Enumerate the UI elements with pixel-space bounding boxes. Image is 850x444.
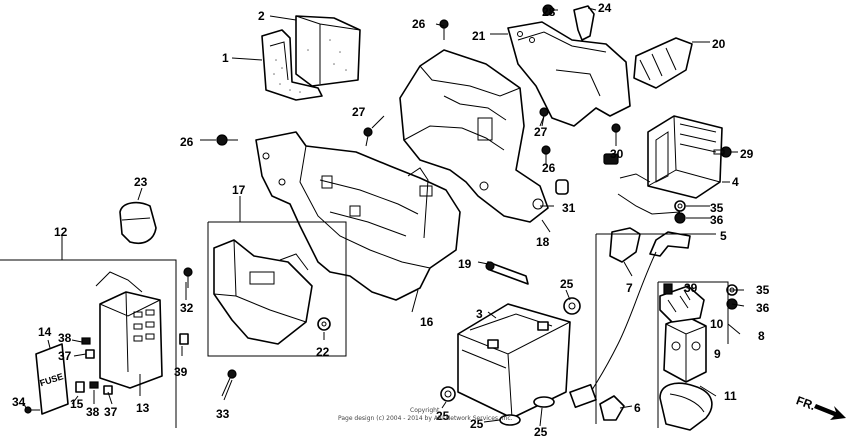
- callout-14: 14: [38, 325, 52, 339]
- part-35-nut-upper: [674, 200, 686, 212]
- part-22-grommet: [317, 317, 331, 331]
- part-21-bracket: [507, 21, 631, 127]
- part-27-screw-left: [363, 127, 373, 147]
- part-24-wire-clip: [573, 5, 595, 41]
- part-13-fuse-box: [95, 271, 163, 389]
- callout-25-left: 25: [436, 409, 450, 423]
- callout-25-bottom: 25: [470, 417, 484, 431]
- part-39-clip-left: [179, 333, 189, 345]
- callout-29: 29: [740, 147, 754, 161]
- fr-arrow-icon: [814, 404, 846, 420]
- callout-37-upper: 37: [58, 349, 72, 363]
- callout-20: 20: [712, 37, 726, 51]
- callout-38-upper: 38: [58, 331, 72, 345]
- leader-lines: [0, 7, 745, 428]
- callout-31: 31: [562, 201, 576, 215]
- callout-26-left: 26: [180, 135, 194, 149]
- callout-36-upper: 36: [710, 213, 724, 227]
- callout-26-right: 26: [542, 161, 556, 175]
- callout-39-right: 39: [684, 281, 698, 295]
- callout-8: 8: [758, 329, 765, 343]
- callout-5: 5: [720, 229, 727, 243]
- part-4-regulator-rectifier: [603, 115, 723, 215]
- callout-16: 16: [420, 315, 434, 329]
- callout-23: 23: [134, 175, 148, 189]
- callout-22: 22: [316, 345, 330, 359]
- callout-33: 33: [216, 407, 230, 421]
- callout-26-top: 26: [412, 17, 426, 31]
- part-33-bolt: [221, 369, 237, 397]
- fr-label: FR.: [794, 393, 817, 413]
- callout-10: 10: [710, 317, 724, 331]
- part-20-connector-holder: [633, 37, 693, 89]
- callout-17: 17: [232, 183, 246, 197]
- callout-3: 3: [476, 307, 483, 321]
- callout-34: 34: [12, 395, 26, 409]
- part-9-starter-relay: [663, 315, 707, 383]
- callout-35-lower: 35: [756, 283, 770, 297]
- part-1-rubber-mount: [261, 29, 323, 101]
- callout-37-lower: 37: [104, 405, 118, 419]
- callout-18: 18: [536, 235, 550, 249]
- front-direction-indicator: FR.: [794, 393, 846, 420]
- callout-4: 4: [732, 175, 739, 189]
- part-19-bolt: [485, 261, 529, 285]
- callout-1: 1: [222, 51, 229, 65]
- part-31-collar: [555, 179, 569, 195]
- callout-38-lower: 38: [86, 405, 100, 419]
- callout-13: 13: [136, 401, 150, 415]
- callout-19: 19: [458, 257, 472, 271]
- part-10-relay-connector: [659, 285, 705, 323]
- part-6-terminal-cover: [599, 395, 625, 421]
- part-2-control-module: [295, 15, 361, 87]
- part-17-bracket-assembly: [213, 239, 313, 345]
- callout-27-right: 27: [534, 125, 548, 139]
- callout-39-left: 39: [174, 365, 188, 379]
- part-23-cover: [119, 201, 157, 244]
- callout-25-bottom-right: 25: [534, 425, 548, 439]
- part-16-battery-case: [255, 131, 461, 301]
- callout-21: 21: [472, 29, 486, 43]
- callout-28: 28: [542, 5, 556, 19]
- callout-30: 30: [610, 147, 624, 161]
- callout-36-lower: 36: [756, 301, 770, 315]
- part-5-positive-cable: [587, 231, 691, 397]
- callout-9: 9: [714, 347, 721, 361]
- callout-12: 12: [54, 225, 68, 239]
- part-7-negative-cable: [569, 227, 641, 409]
- callout-7: 7: [626, 281, 633, 295]
- part-36-washer-upper: [674, 212, 686, 224]
- part-11-relay-boot: [659, 382, 713, 431]
- part-39-clip-right: [663, 283, 673, 295]
- callout-25-right: 25: [560, 277, 574, 291]
- callout-15: 15: [70, 397, 84, 411]
- callout-35-upper: 35: [710, 201, 724, 215]
- part-38-clips: [81, 337, 99, 389]
- part-25-grommets: [440, 297, 581, 426]
- callout-2: 2: [258, 9, 265, 23]
- callout-24: 24: [598, 1, 612, 15]
- part-34-screw: [24, 406, 40, 414]
- part-3-battery: [457, 303, 571, 419]
- part-26-bolt-top: [439, 19, 449, 40]
- part-15-fuse: [75, 381, 85, 393]
- callout-6: 6: [634, 401, 641, 415]
- part-18-battery-holder: [399, 49, 549, 223]
- callout-32: 32: [180, 301, 194, 315]
- part-32-bolt: [183, 267, 193, 288]
- part-14-fuse-box-cover: [35, 343, 69, 415]
- callout-27-left: 27: [352, 105, 366, 119]
- part-26-bolt-left: [216, 134, 238, 146]
- copyright-line-1: Copyright: [410, 407, 440, 414]
- callout-11: 11: [724, 389, 737, 403]
- copyright-line-2: Page design (c) 2004 - 2014 by ARI Netwo…: [338, 415, 513, 422]
